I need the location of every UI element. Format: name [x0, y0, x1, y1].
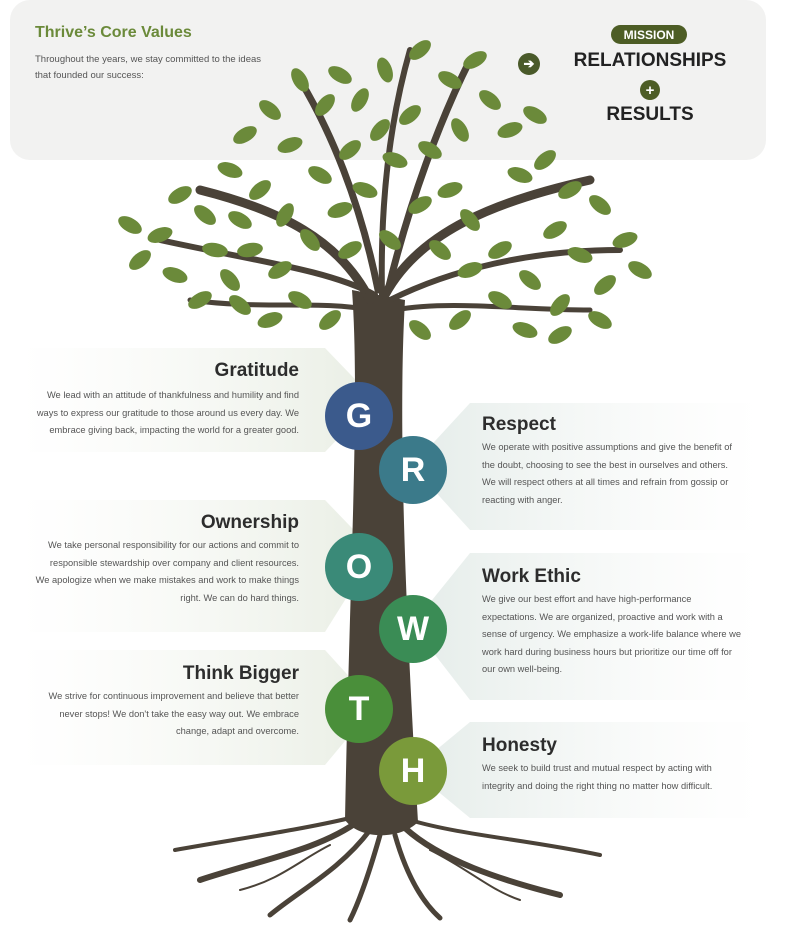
- band-gratitude: [20, 348, 375, 452]
- value-text: We lead with an attitude of thankfulness…: [36, 390, 299, 435]
- value-text: We strive for continuous improvement and…: [48, 691, 299, 736]
- letter-g-circle: G: [325, 382, 393, 450]
- value-heading: Gratitude: [214, 360, 299, 381]
- band-honesty: [412, 722, 760, 818]
- letter-w-circle: W: [379, 595, 447, 663]
- value-heading: Respect: [482, 414, 556, 435]
- letter-o-circle: O: [325, 533, 393, 601]
- band-respect: [412, 403, 760, 530]
- value-text: We operate with positive assumptions and…: [482, 442, 732, 505]
- value-text: We give our best effort and have high-pe…: [482, 594, 742, 674]
- band-work-ethic: [412, 553, 760, 700]
- value-heading: Think Bigger: [182, 663, 299, 684]
- letter-t-circle: T: [325, 675, 393, 743]
- intro-text: Throughout the years, we stay committed …: [35, 54, 262, 81]
- value-text: We take personal responsibility for our …: [35, 540, 299, 603]
- value-heading: Work Ethic: [482, 566, 581, 587]
- value-text: We seek to build trust and mutual respec…: [482, 763, 713, 791]
- letter-h-circle: H: [379, 737, 447, 805]
- plus-icon: +: [640, 80, 660, 100]
- arrow-right-icon: ➔: [518, 53, 540, 75]
- band-think-bigger: [20, 650, 375, 765]
- value-heading: Ownership: [200, 512, 299, 533]
- band-ownership: [20, 500, 375, 632]
- value-heading: Honesty: [482, 735, 557, 756]
- page-title: Thrive’s Core Values: [35, 24, 192, 41]
- mission-badge: MISSION: [611, 25, 687, 44]
- mission-line-results: RESULTS: [606, 104, 694, 125]
- mission-line-relationships: RELATIONSHIPS: [573, 50, 727, 71]
- letter-r-circle: R: [379, 436, 447, 504]
